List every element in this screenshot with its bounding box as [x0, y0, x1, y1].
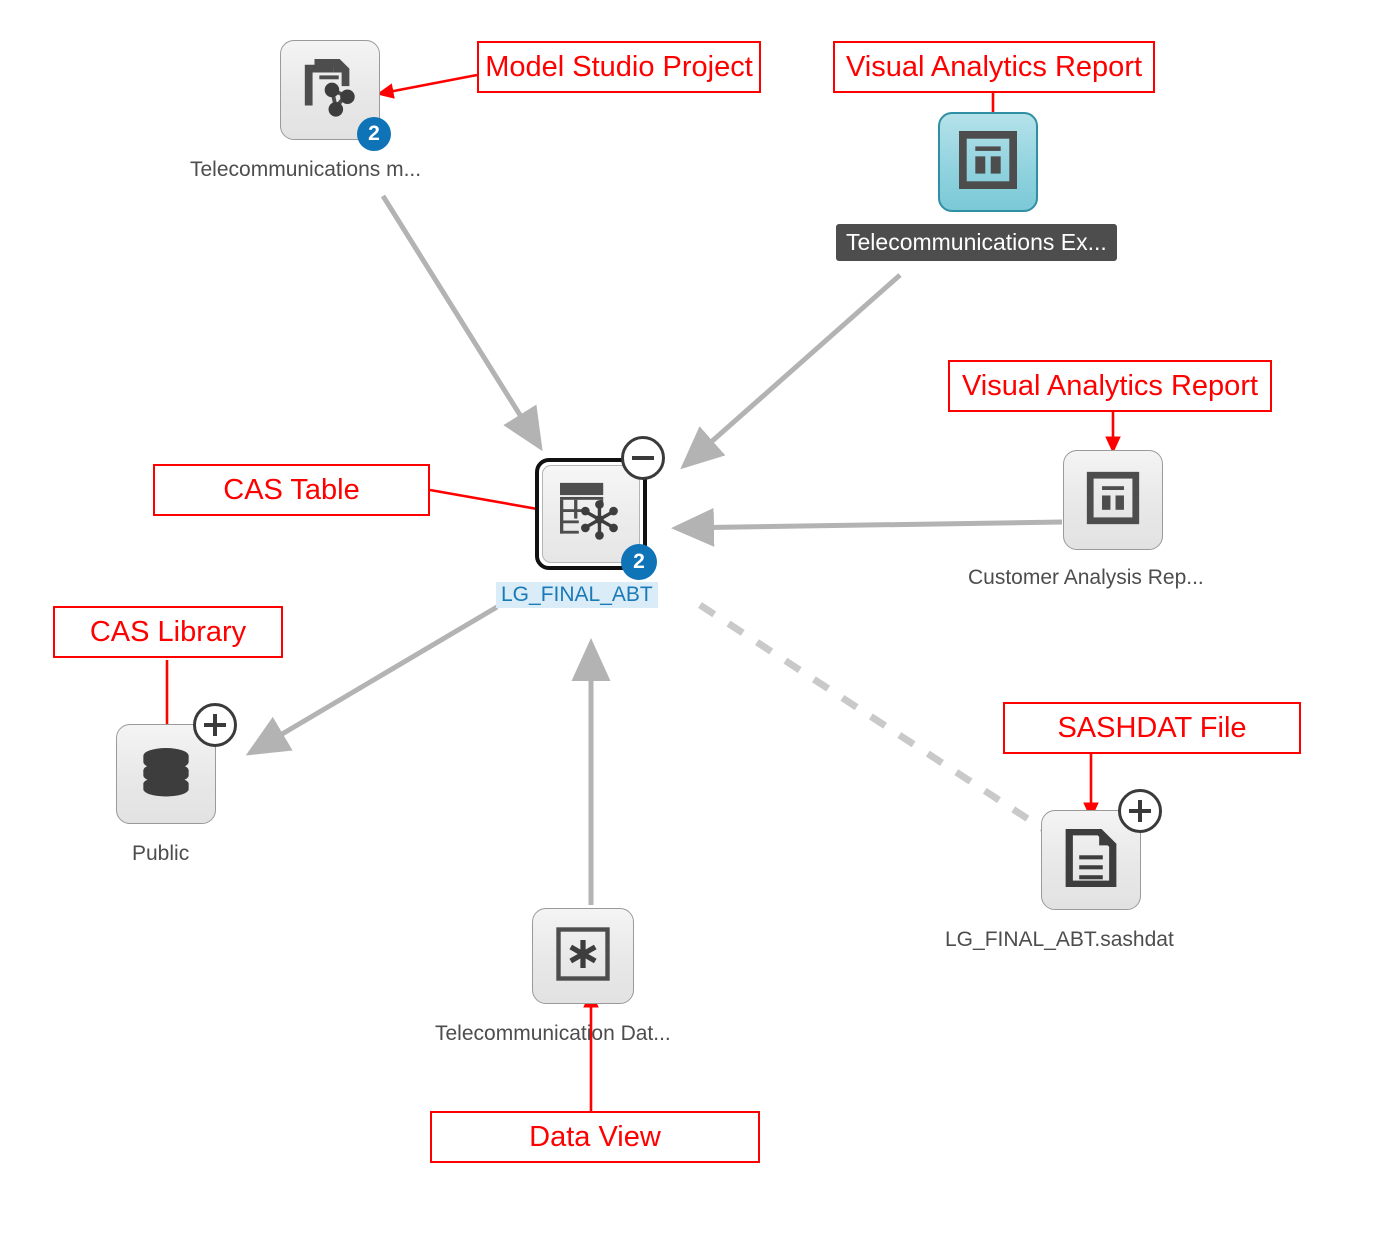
cas-table-icon: [558, 481, 624, 548]
annotation-sashdat-file: SASHDAT File: [1003, 702, 1301, 754]
cas-library-expand-button[interactable]: [193, 703, 237, 747]
sashdat-file-tile[interactable]: [1041, 789, 1162, 910]
va-report-right-tile[interactable]: [1063, 450, 1163, 550]
va-report-right-label: Customer Analysis Rep...: [968, 566, 1204, 589]
model-studio-project-count-badge[interactable]: 2: [357, 117, 391, 151]
data-view-label: Telecommunication Dat...: [435, 1022, 671, 1045]
annotation-va-report-top: Visual Analytics Report: [833, 41, 1155, 93]
data-view-icon: [555, 926, 611, 987]
node-va-report-right[interactable]: Customer Analysis Rep...: [968, 450, 1204, 589]
plus-icon-v: [213, 714, 217, 736]
node-cas-library[interactable]: Public: [116, 703, 237, 865]
annotation-va-report-right: Visual Analytics Report: [948, 360, 1272, 412]
model-studio-project-tile[interactable]: 2: [280, 40, 391, 151]
cas-library-tile[interactable]: [116, 703, 237, 824]
cas-table-label: LG_FINAL_ABT: [496, 582, 658, 609]
edge-va-report-top-to-cas-table: [680, 273, 902, 470]
leader-model-studio-project: [376, 73, 478, 99]
sashdat-file-expand-button[interactable]: [1118, 789, 1162, 833]
node-va-report-top[interactable]: Telecommunications Ex...: [836, 112, 1117, 262]
annotation-model-studio-project: Model Studio Project: [477, 41, 761, 93]
va-report-top-label: Telecommunications Ex...: [836, 224, 1117, 262]
edge-model-studio-to-cas-table: [380, 194, 543, 452]
data-view-tile[interactable]: [532, 908, 634, 1004]
va-report-top-tile[interactable]: [938, 112, 1038, 212]
plus-icon-v: [1138, 800, 1142, 822]
cas-table-collapse-button[interactable]: [621, 436, 665, 480]
cas-table-count-badge[interactable]: 2: [621, 544, 657, 580]
model-studio-project-label: Telecommunications m...: [190, 158, 422, 181]
sashdat-file-icon: [1065, 827, 1117, 892]
node-model-studio-project[interactable]: 2 Telecommunications m...: [190, 40, 421, 181]
cas-table-tile[interactable]: 2: [535, 436, 665, 580]
node-sashdat-file[interactable]: LG_FINAL_ABT.sashdat: [945, 789, 1174, 951]
edge-cas-table-to-sashdat-file: [698, 602, 1050, 835]
visual-analytics-report-icon: [1086, 471, 1140, 530]
node-data-view[interactable]: Telecommunication Dat...: [435, 908, 671, 1045]
cas-library-icon: [137, 743, 195, 806]
edge-va-report-right-to-cas-table: [671, 507, 1063, 547]
annotation-data-view: Data View: [430, 1111, 760, 1163]
annotation-cas-table: CAS Table: [153, 464, 430, 516]
minus-icon: [632, 456, 654, 460]
sashdat-file-label: LG_FINAL_ABT.sashdat: [945, 928, 1174, 951]
annotation-cas-library: CAS Library: [53, 606, 283, 658]
node-cas-table[interactable]: 2 LG_FINAL_ABT: [496, 436, 665, 609]
edge-cas-table-to-cas-library: [245, 604, 499, 756]
visual-analytics-report-icon: [958, 130, 1018, 194]
cas-library-label: Public: [132, 842, 190, 865]
model-studio-project-icon: [299, 57, 361, 124]
